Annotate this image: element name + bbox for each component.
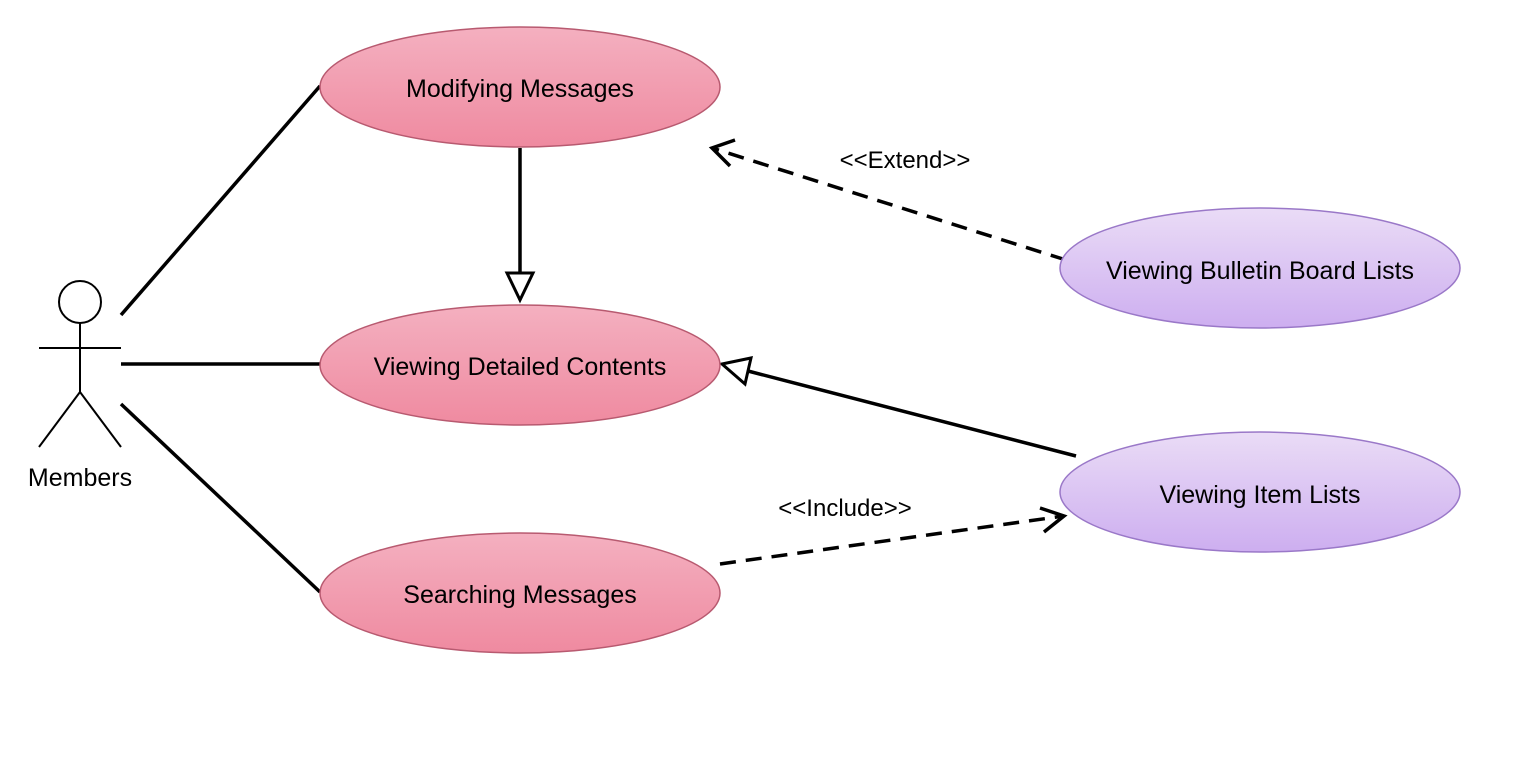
extend-label: <<Extend>> xyxy=(840,147,971,174)
use-case-viewing-item-lists[interactable]: Viewing Item Lists xyxy=(1059,431,1461,553)
use-case-viewing-detailed-contents[interactable]: Viewing Detailed Contents xyxy=(319,304,721,426)
actor-left-leg xyxy=(38,391,81,448)
use-case-label: Modifying Messages xyxy=(406,75,634,103)
actor-head xyxy=(58,280,102,324)
use-case-label: Viewing Detailed Contents xyxy=(374,353,667,381)
association-modifying-messages xyxy=(119,84,322,317)
generalization-modifying-to-detailed xyxy=(504,148,536,304)
use-case-viewing-bulletin-board-lists[interactable]: Viewing Bulletin Board Lists xyxy=(1059,207,1461,329)
generalization-item-lists-to-detailed xyxy=(718,356,1077,458)
use-case-label: Viewing Item Lists xyxy=(1159,481,1360,509)
include-relation: <<Include>> xyxy=(719,495,1068,566)
use-case-label: Searching Messages xyxy=(403,581,636,609)
extend-relation: <<Extend>> xyxy=(708,138,1067,262)
actor-members[interactable]: Members xyxy=(28,280,132,492)
actor-label: Members xyxy=(28,464,132,492)
use-case-searching-messages[interactable]: Searching Messages xyxy=(319,532,721,654)
actor-right-leg xyxy=(79,391,122,448)
association-searching-messages xyxy=(119,402,322,594)
use-case-modifying-messages[interactable]: Modifying Messages xyxy=(319,26,721,148)
include-label: <<Include>> xyxy=(778,495,911,522)
use-case-label: Viewing Bulletin Board Lists xyxy=(1106,257,1414,285)
